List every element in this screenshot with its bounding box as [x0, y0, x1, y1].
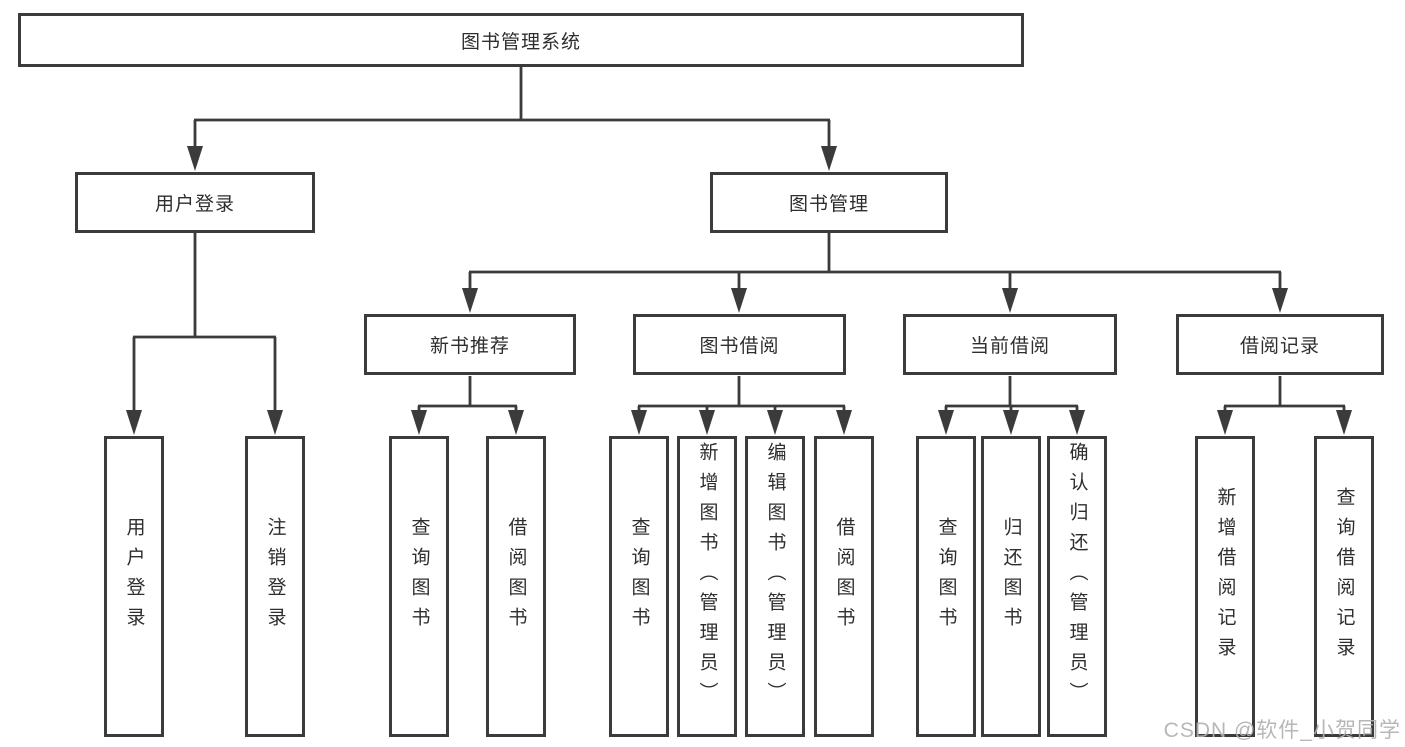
leaf-return-book: 归还图书	[981, 436, 1041, 737]
connector-new-book-recommend-branch	[417, 376, 518, 413]
leaf-borrow-book-borrowing-label: 借阅图书	[833, 516, 855, 637]
leaf-edit-book-admin-label: 编辑图书（管理员）	[764, 441, 786, 712]
node-root-label: 图书管理系统	[460, 31, 581, 53]
arrow-down-icon	[1003, 410, 1019, 435]
leaf-add-book-admin: 新增图书（管理员）	[677, 436, 737, 737]
node-user-login-label: 用户登录	[154, 194, 235, 215]
leaf-query-book-recommend-label: 查询图书	[408, 516, 430, 637]
connector-book-management-branch	[468, 233, 1282, 292]
leaf-query-borrow-record: 查询借阅记录	[1314, 436, 1374, 737]
arrow-down-icon	[267, 410, 283, 435]
leaf-query-book-recommend: 查询图书	[389, 436, 449, 737]
leaf-add-book-admin-label: 新增图书（管理员）	[696, 441, 718, 712]
leaf-query-book-borrowing-label: 查询图书	[628, 516, 650, 637]
leaf-query-book-borrowing: 查询图书	[609, 436, 669, 737]
connector-user-login-branch	[132, 233, 277, 412]
leaf-edit-book-admin: 编辑图书（管理员）	[745, 436, 805, 737]
connector-current-borrowing-branch	[944, 376, 1079, 413]
leaf-borrow-book-borrowing: 借阅图书	[814, 436, 874, 737]
arrow-down-icon	[1217, 410, 1233, 435]
leaf-user-login-label: 用户登录	[123, 516, 145, 637]
node-borrowing-records-label: 借阅记录	[1239, 336, 1320, 357]
leaf-logout: 注销登录	[245, 436, 305, 737]
node-current-borrowing: 当前借阅	[903, 314, 1117, 375]
arrow-down-icon	[631, 410, 647, 435]
watermark-csdn: CSDN @软件_小贺同学	[1163, 719, 1401, 742]
connector-borrowing-records-branch	[1223, 376, 1346, 413]
arrow-down-icon	[1069, 410, 1085, 435]
leaf-return-book-label: 归还图书	[1000, 516, 1022, 637]
arrow-down-icon	[731, 288, 747, 313]
arrow-down-icon	[508, 410, 524, 435]
node-book-management-label: 图书管理	[788, 194, 869, 215]
connector-root-to-level2	[193, 66, 831, 150]
connector-book-borrowing-branch	[637, 376, 846, 413]
arrow-down-icon	[1002, 288, 1018, 313]
arrow-down-icon	[411, 410, 427, 435]
arrow-down-icon	[938, 410, 954, 435]
leaf-query-book-current: 查询图书	[916, 436, 976, 737]
leaf-borrow-book-recommend: 借阅图书	[486, 436, 546, 737]
leaf-confirm-return-admin-label: 确认归还（管理员）	[1066, 441, 1088, 712]
arrow-down-icon	[699, 410, 715, 435]
leaf-add-borrow-record-label: 新增借阅记录	[1214, 486, 1236, 667]
arrow-down-icon	[767, 410, 783, 435]
arrow-down-icon	[836, 410, 852, 435]
leaf-add-borrow-record: 新增借阅记录	[1195, 436, 1255, 737]
node-book-borrowing: 图书借阅	[633, 314, 846, 375]
leaf-query-borrow-record-label: 查询借阅记录	[1333, 486, 1355, 667]
arrow-down-icon	[462, 288, 478, 313]
arrowheads	[126, 146, 1352, 435]
node-root: 图书管理系统	[18, 13, 1024, 67]
node-current-borrowing-label: 当前借阅	[969, 336, 1050, 357]
leaf-user-login: 用户登录	[104, 436, 164, 737]
leaf-logout-label: 注销登录	[264, 516, 286, 637]
leaf-borrow-book-recommend-label: 借阅图书	[505, 516, 527, 637]
arrow-down-icon	[1272, 288, 1288, 313]
arrow-down-icon	[126, 410, 142, 435]
leaf-query-book-current-label: 查询图书	[935, 516, 957, 637]
arrow-down-icon	[187, 146, 203, 171]
node-user-login: 用户登录	[75, 172, 315, 233]
leaf-confirm-return-admin: 确认归还（管理员）	[1047, 436, 1107, 737]
arrow-down-icon	[1336, 410, 1352, 435]
node-borrowing-records: 借阅记录	[1176, 314, 1384, 375]
node-book-borrowing-label: 图书借阅	[699, 336, 780, 357]
node-new-book-recommend-label: 新书推荐	[429, 336, 510, 357]
arrow-down-icon	[821, 146, 837, 171]
node-book-management: 图书管理	[710, 172, 948, 233]
node-new-book-recommend: 新书推荐	[364, 314, 576, 375]
